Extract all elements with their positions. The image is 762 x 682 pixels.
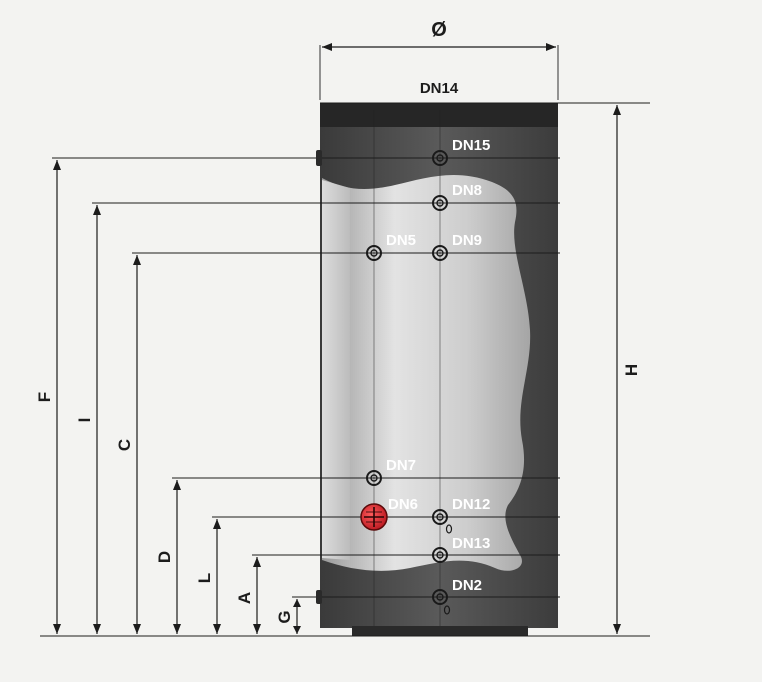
dimension-H: H xyxy=(613,105,641,634)
port-labels: DN14 DN15 DN8 DN5 DN9 DN7 DN6 DN12 DN13 … xyxy=(386,80,490,594)
dimension-I: I xyxy=(75,205,101,634)
port-dn9-icon xyxy=(432,245,448,261)
port-label-dn6: DN6 xyxy=(388,496,418,513)
dimension-A-label: A xyxy=(235,592,254,604)
dimension-F: F xyxy=(35,160,61,634)
reference-lines xyxy=(40,45,650,637)
port-label-dn9: DN9 xyxy=(452,232,482,249)
port-label-dn5: DN5 xyxy=(386,232,416,249)
port-label-dn7: DN7 xyxy=(386,457,416,474)
tank-cutaway xyxy=(322,174,531,571)
port-dn13-icon xyxy=(432,547,448,563)
dimension-G-label: G xyxy=(275,610,294,623)
dimension-C: C xyxy=(115,255,141,634)
dimension-L-label: L xyxy=(195,573,214,583)
port-dn15-icon xyxy=(432,150,448,166)
side-port-top-icon xyxy=(316,150,322,166)
dimension-A: A xyxy=(235,557,261,634)
port-dn7-icon xyxy=(366,470,382,486)
ports xyxy=(316,150,453,615)
dimension-C-label: C xyxy=(115,439,134,451)
port-label-dn14: DN14 xyxy=(420,80,459,97)
port-label-dn12: DN12 xyxy=(452,496,490,513)
dimension-D-label: D xyxy=(155,551,174,563)
tank-body xyxy=(320,103,558,636)
tank-top-cap xyxy=(320,103,558,127)
dimension-I-label: I xyxy=(75,418,94,423)
port-dn5-icon xyxy=(366,245,382,261)
port-dn8-icon xyxy=(432,195,448,211)
port-label-dn8: DN8 xyxy=(452,182,482,199)
port-label-dn13: DN13 xyxy=(452,535,490,552)
port-label-dn15: DN15 xyxy=(452,137,490,154)
dimension-D: D xyxy=(155,480,181,634)
heater-port-dn6-icon xyxy=(360,503,388,531)
dimension-L: L xyxy=(195,519,221,634)
dimension-G: G xyxy=(275,599,301,634)
tank-inner-edge xyxy=(322,180,350,560)
port-dn12-icon xyxy=(432,509,453,534)
diameter-label: Ø xyxy=(431,19,447,41)
diameter-dimension: Ø xyxy=(322,19,556,51)
dimension-F-label: F xyxy=(35,392,54,402)
dimension-H-label: H xyxy=(622,364,641,376)
port-label-dn2: DN2 xyxy=(452,577,482,594)
tank-bottom-base xyxy=(352,626,528,636)
port-dn2-icon xyxy=(432,589,451,615)
side-port-bottom-icon xyxy=(316,590,322,604)
